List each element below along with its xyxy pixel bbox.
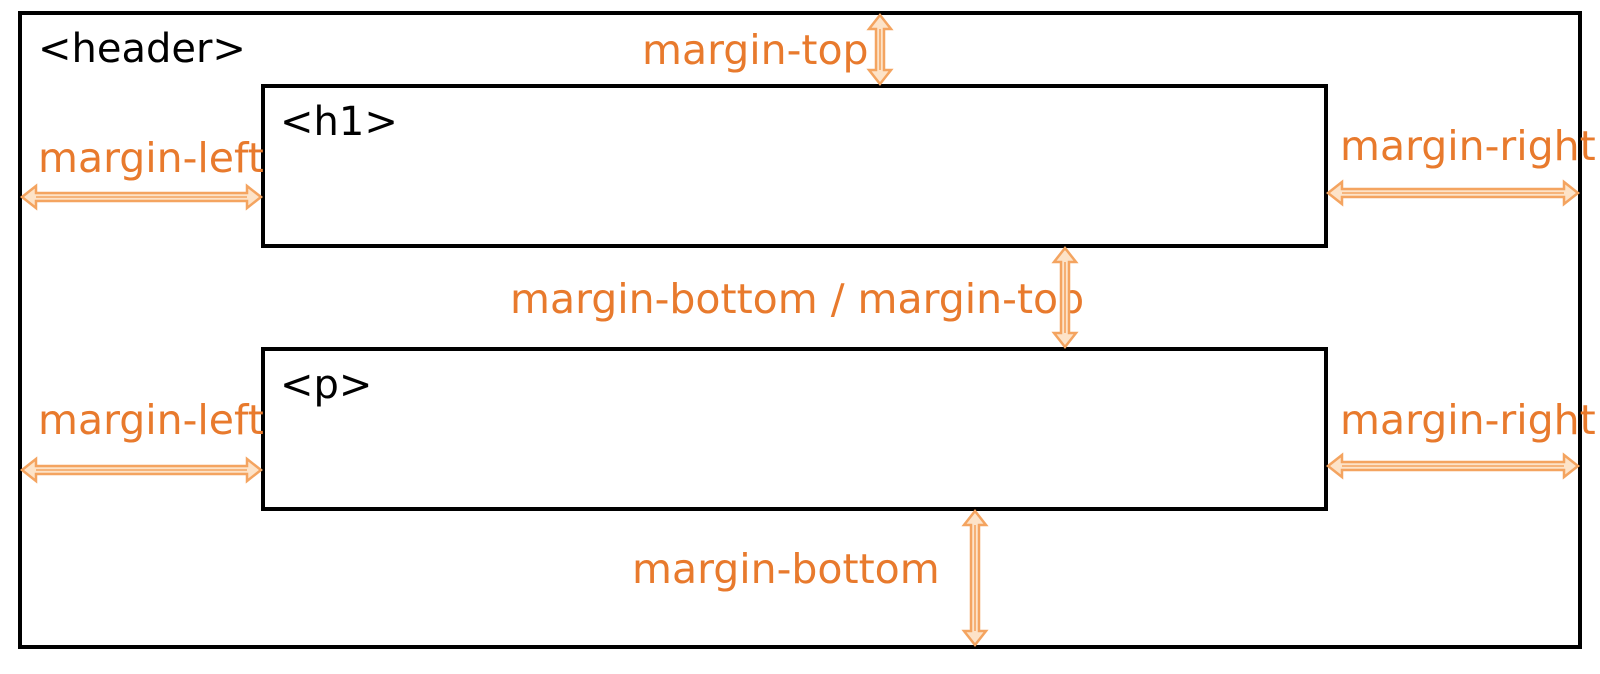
p-tag: <p> bbox=[280, 362, 372, 408]
header-box bbox=[18, 11, 1582, 649]
margin-bottom-label: margin-bottom bbox=[632, 545, 940, 593]
margin-between-label: margin-bottom / margin-top bbox=[510, 275, 1084, 323]
margin-top-label: margin-top bbox=[642, 26, 869, 74]
h1-margin-right-label: margin-right bbox=[1340, 122, 1596, 170]
h1-margin-left-label: margin-left bbox=[38, 134, 264, 182]
margin-top-arrow bbox=[866, 12, 894, 87]
h1-margin-left-arrow bbox=[19, 183, 264, 211]
margin-arrows bbox=[19, 12, 1581, 648]
margin-bottom-arrow bbox=[961, 508, 989, 648]
header-tag: <header> bbox=[38, 26, 246, 72]
p-margin-right-arrow bbox=[1325, 452, 1581, 480]
p-margin-left-label: margin-left bbox=[38, 396, 264, 444]
p-box bbox=[261, 347, 1328, 511]
h1-tag: <h1> bbox=[280, 99, 398, 145]
p-margin-right-label: margin-right bbox=[1340, 396, 1596, 444]
h1-box bbox=[261, 84, 1328, 248]
p-margin-left-arrow bbox=[19, 456, 264, 484]
margin-between-arrow bbox=[1051, 245, 1079, 350]
h1-margin-right-arrow bbox=[1325, 179, 1581, 207]
